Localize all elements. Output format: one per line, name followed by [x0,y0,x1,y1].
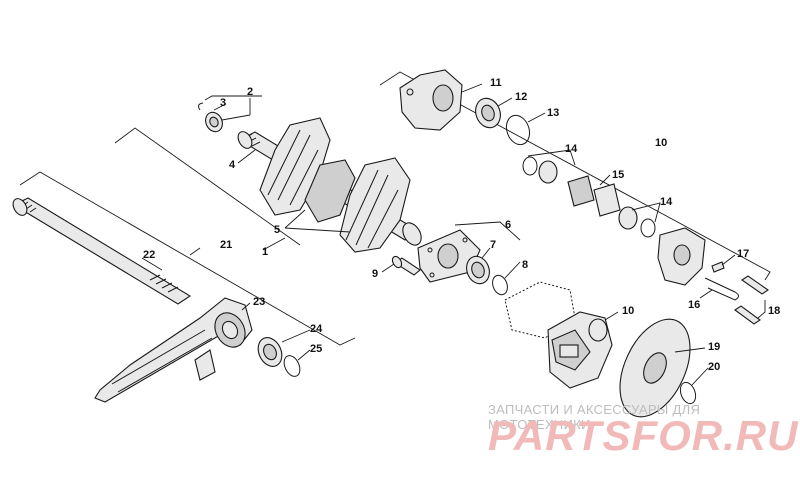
caliper-half-right [657,227,706,286]
end-cap-3 [198,102,223,133]
brake-disc-19 [619,318,691,418]
piston-14-b [618,206,656,238]
watermark-logo: PARTSFOR.RU [488,412,799,459]
callout-24: 24 [310,323,323,335]
flange-plate-6 [417,229,481,283]
callout-5: 5 [274,224,280,236]
leader-lines [141,83,766,386]
callout-22: 22 [143,249,155,261]
piston-14-a [522,156,558,184]
bolt-9 [391,255,421,276]
callout-2: 2 [247,86,253,98]
o-ring-13 [505,114,531,146]
callout-6: 6 [505,219,511,231]
callout-10-upper: 10 [655,137,667,149]
callout-3: 3 [220,97,226,109]
callout-9: 9 [372,268,378,280]
snap-ring-25 [283,355,301,377]
callout-19: 19 [708,341,720,353]
chaincase-housing-lower [547,311,613,389]
pin-16-17 [704,261,739,301]
callout-25: 25 [310,343,322,355]
callout-11: 11 [490,77,502,89]
caliper-housing-upper [399,69,463,131]
callout-labels: 1 2 3 4 5 6 7 8 9 10 10 11 12 13 14 14 1… [143,77,780,373]
callout-14-b: 14 [660,196,673,208]
drive-axle-assembly [237,117,422,253]
bearing-24 [257,337,283,367]
callout-15: 15 [612,169,624,181]
callout-20: 20 [708,361,720,373]
bolts-18 [734,275,769,325]
callout-13: 13 [547,107,559,119]
snap-ring-8 [492,274,508,296]
bearing-housing-arm [94,297,253,403]
callout-18: 18 [768,305,780,317]
brake-pads-15 [567,175,621,217]
callout-10-lower: 10 [622,305,634,317]
callout-17: 17 [737,248,749,260]
callout-21: 21 [220,239,232,251]
callout-23: 23 [253,296,265,308]
callout-4: 4 [229,159,236,171]
gasket-dotted [504,281,576,339]
bearing-12 [475,97,501,129]
callout-7: 7 [490,239,496,251]
drive-shaft [12,197,192,305]
callout-8: 8 [522,259,528,271]
snap-ring-20 [679,381,697,405]
callout-12: 12 [515,91,527,103]
callout-16: 16 [688,299,700,311]
seal-7 [466,255,490,285]
watermark-caption: ЗАПЧАСТИ И АКСЕССУАРЫ ДЛЯ МОТОТЕХНИКИ [488,402,701,432]
callout-1: 1 [262,246,268,258]
bracket-lines [19,71,771,346]
callout-14-a: 14 [565,143,578,155]
